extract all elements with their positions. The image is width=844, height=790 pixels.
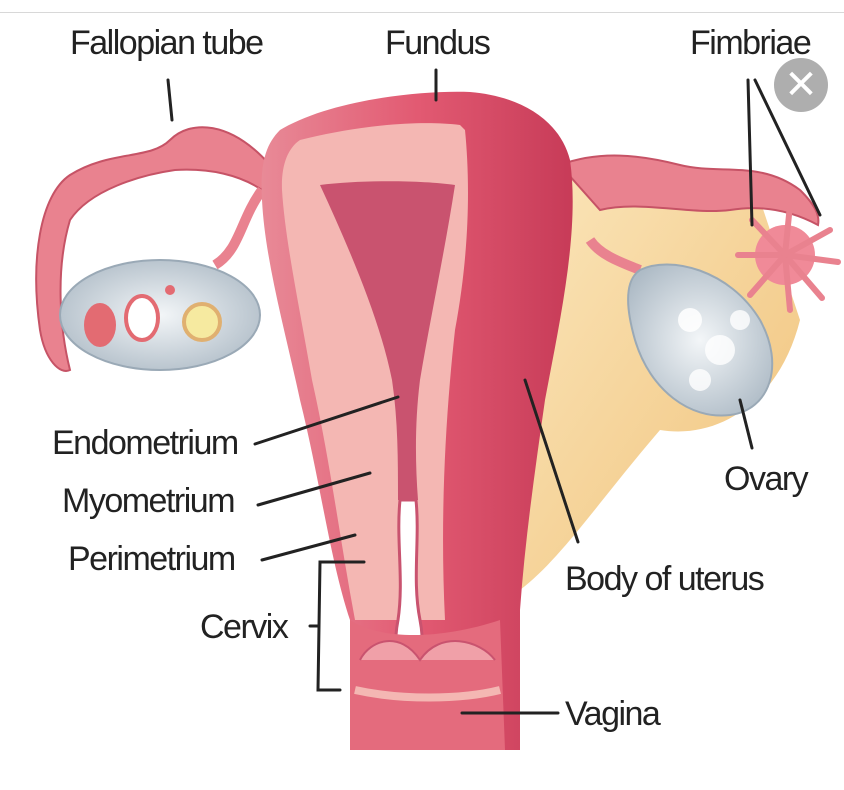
label-perimetrium: Perimetrium bbox=[68, 540, 235, 578]
close-button[interactable]: ✕ bbox=[774, 58, 828, 112]
label-fallopian-tube: Fallopian tube bbox=[70, 24, 263, 62]
label-body-of-uterus: Body of uterus bbox=[565, 560, 764, 598]
top-divider bbox=[0, 12, 844, 13]
label-fimbriae: Fimbriae bbox=[690, 24, 811, 62]
label-cervix: Cervix bbox=[200, 608, 289, 646]
label-vagina: Vagina bbox=[565, 695, 661, 733]
label-endometrium: Endometrium bbox=[52, 424, 238, 462]
label-ovary: Ovary bbox=[724, 460, 809, 498]
label-myometrium: Myometrium bbox=[62, 482, 234, 520]
vagina bbox=[350, 620, 505, 750]
close-icon[interactable]: ✕ bbox=[774, 58, 828, 112]
label-fundus: Fundus bbox=[385, 24, 490, 62]
